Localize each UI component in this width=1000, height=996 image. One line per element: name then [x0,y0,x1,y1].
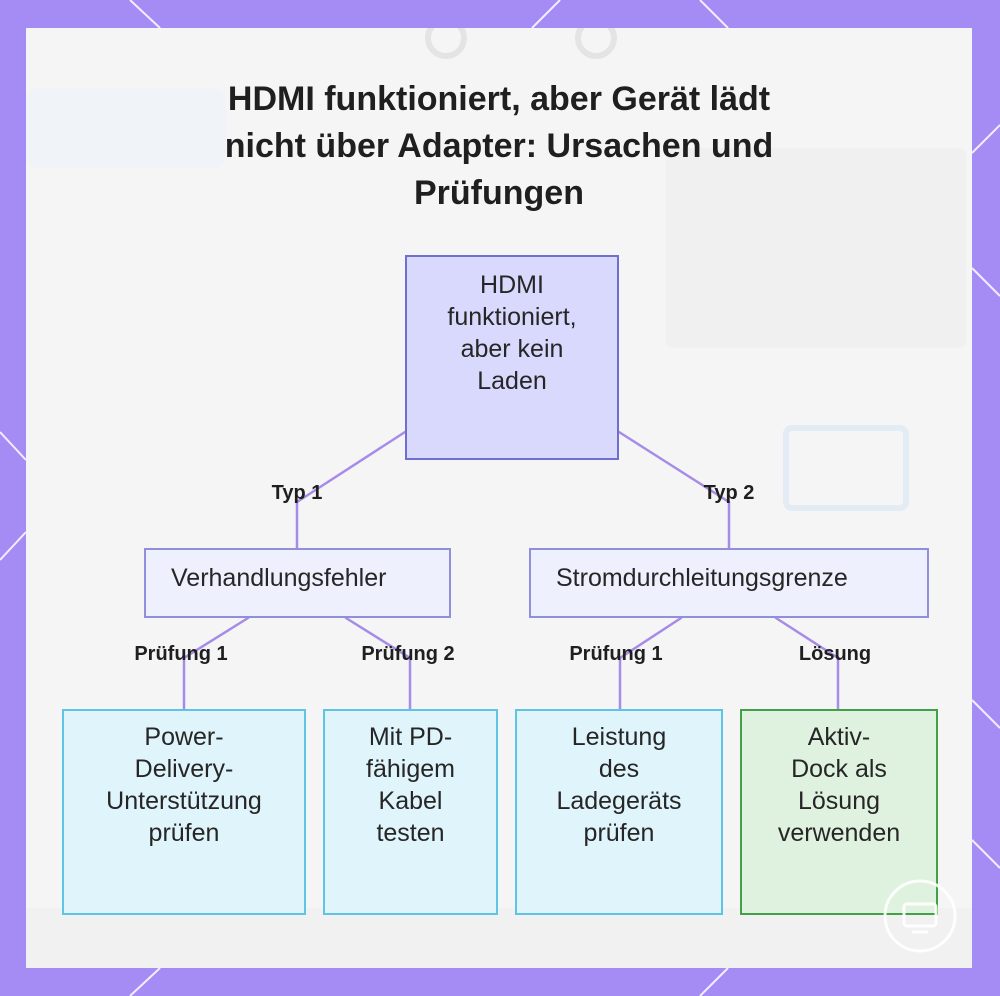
leaf-charger-power-check: Leistung des Ladegeräts prüfen [515,709,723,915]
node-verhandlungsfehler: Verhandlungsfehler [144,548,451,618]
node-stromdurchleitungsgrenze: Stromdurchleitungsgrenze [529,548,929,618]
watermark-logo-icon [882,878,958,954]
edge-label-loesung: Lösung [799,642,871,666]
edge-label-pruefung-2-left: Prüfung 2 [361,642,454,666]
diagram-canvas: HDMI funktioniert, aber Gerät lädt nicht… [26,28,972,968]
edge-label-typ-1: Typ 1 [272,481,323,505]
edge-label-typ-2: Typ 2 [704,481,755,505]
edge-label-pruefung-1-right: Prüfung 1 [569,642,662,666]
leaf-pd-cable-test: Mit PD- fähigem Kabel testen [323,709,498,915]
leaf-power-delivery-check: Power- Delivery- Unterstützung prüfen [62,709,306,915]
root-node-hdmi-no-charging: HDMI funktioniert, aber kein Laden [405,255,619,460]
edge-label-pruefung-1-left: Prüfung 1 [134,642,227,666]
